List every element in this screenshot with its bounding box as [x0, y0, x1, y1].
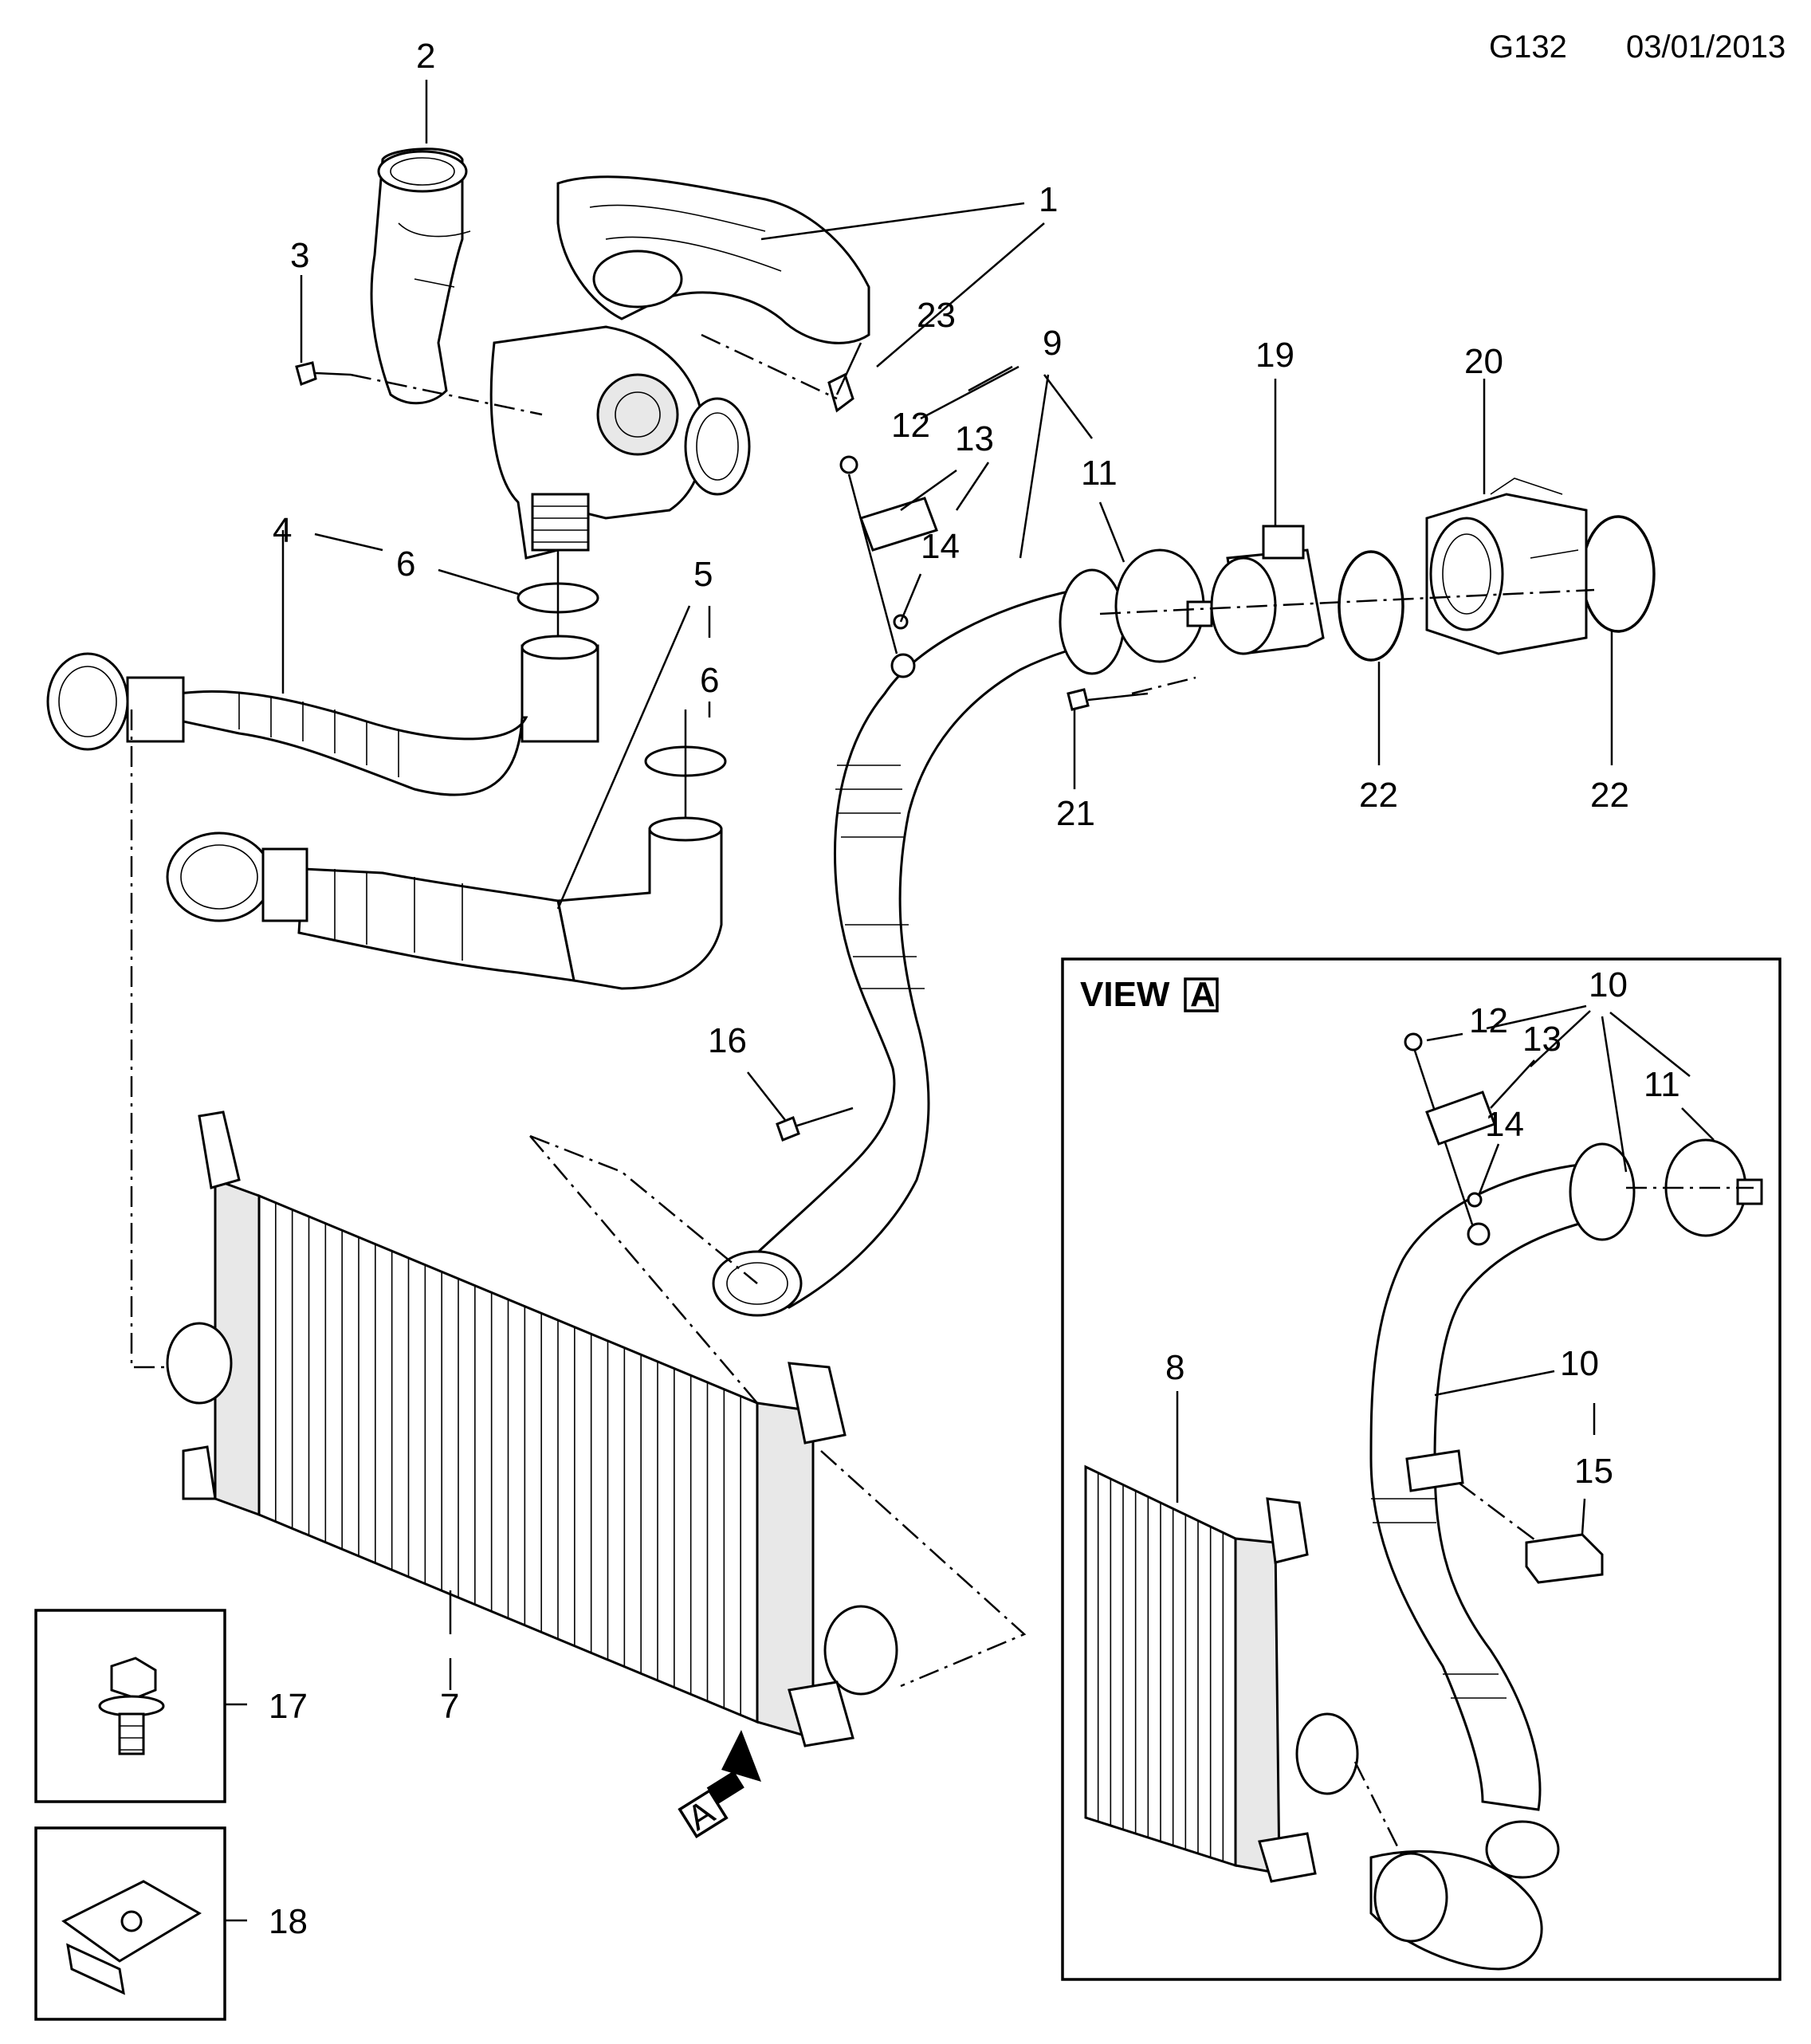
callout-10a: 10	[1589, 965, 1628, 1004]
callout-6b: 6	[700, 661, 719, 700]
callout-10b: 10	[1560, 1344, 1599, 1383]
callout-3: 3	[290, 236, 309, 275]
callout-12b: 12	[1469, 1001, 1508, 1040]
callout-9: 9	[1043, 324, 1062, 363]
callout-14b: 14	[1485, 1105, 1524, 1144]
callout-8: 8	[1165, 1348, 1184, 1387]
callout-1: 1	[1039, 180, 1058, 219]
callout-19: 19	[1255, 336, 1294, 375]
diagram-code: G132	[1489, 29, 1567, 65]
callout-14a: 14	[921, 527, 960, 566]
callout-7: 7	[440, 1687, 459, 1726]
view-title: VIEW	[1080, 975, 1170, 1014]
callout-2: 2	[416, 37, 435, 76]
callout-5: 5	[693, 555, 713, 594]
leader-lines	[226, 80, 1715, 1922]
callout-4: 4	[273, 511, 292, 550]
hose-assembly-4	[46, 550, 599, 796]
callout-17: 17	[269, 1687, 308, 1726]
view-a-arrow: A	[678, 1730, 761, 1839]
callout-23: 23	[917, 296, 956, 335]
view-a-panel: VIEW A	[1061, 957, 1782, 1981]
callout-22b: 22	[1590, 776, 1629, 815]
callout-13b: 13	[1522, 1020, 1562, 1059]
callout-11b: 11	[1644, 1065, 1680, 1104]
callout-22a: 22	[1359, 776, 1398, 815]
intercooler-7	[166, 1110, 898, 1747]
callout-6a: 6	[396, 544, 415, 584]
hose-assembly-5	[166, 710, 727, 990]
callout-13a: 13	[955, 419, 994, 458]
fastener-box-17	[34, 1609, 226, 1803]
callout-21: 21	[1056, 794, 1095, 833]
turbocharger-assembly	[295, 147, 870, 560]
callout-18: 18	[269, 1902, 308, 1941]
callout-16: 16	[708, 1021, 747, 1060]
callout-15: 15	[1574, 1452, 1613, 1491]
fastener-box-18	[34, 1826, 226, 2021]
callout-11a: 11	[1081, 454, 1118, 493]
view-letter: A	[1190, 975, 1216, 1014]
charge-air-pipe-9	[712, 455, 1656, 1317]
diagram-date: 03/01/2013	[1626, 29, 1785, 65]
callout-20: 20	[1464, 342, 1503, 381]
callout-numbers: 1 2 3 4 5 6 6 7 8 9 10 10 11 11 12 12 13…	[269, 37, 1680, 1941]
callout-12a: 12	[891, 406, 930, 445]
